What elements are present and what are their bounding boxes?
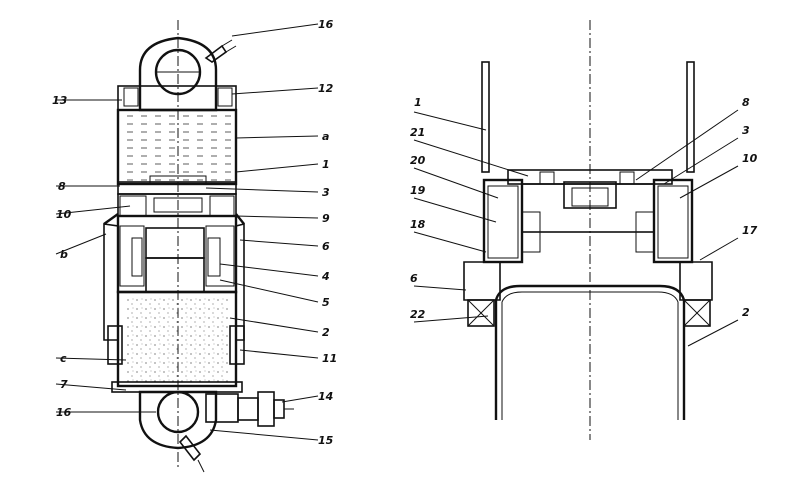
right-detail-view: 1 8 21 3 20 10 19 18 17 6 2 22 bbox=[410, 20, 758, 440]
bottom-eye-housing bbox=[138, 390, 218, 450]
label-r6: 6 bbox=[410, 272, 418, 285]
outer-sleeve bbox=[103, 223, 119, 341]
label-14: 14 bbox=[318, 390, 333, 403]
bottom-grease-nipple bbox=[178, 434, 205, 473]
seal-pack-right bbox=[652, 178, 694, 264]
label-16-bottom: 16 bbox=[56, 406, 72, 419]
label-b: b bbox=[60, 248, 68, 261]
label-1: 1 bbox=[322, 158, 330, 171]
label-r17: 17 bbox=[742, 224, 758, 237]
label-12: 12 bbox=[318, 82, 334, 95]
oil-reservoir-a bbox=[121, 114, 233, 182]
label-a: a bbox=[322, 130, 329, 143]
lower-collar-left bbox=[463, 261, 501, 301]
label-4: 4 bbox=[321, 270, 330, 283]
label-c: c bbox=[60, 352, 67, 365]
label-r20: 20 bbox=[410, 154, 426, 167]
top-eye-housing bbox=[138, 36, 218, 112]
inner-housing bbox=[521, 183, 655, 233]
seal-pack-left bbox=[482, 178, 524, 264]
side-fitting bbox=[205, 391, 294, 427]
label-11: 11 bbox=[322, 352, 337, 365]
label-15: 15 bbox=[318, 434, 334, 447]
label-r3: 3 bbox=[742, 124, 750, 137]
label-r2: 2 bbox=[742, 306, 750, 319]
left-leader-lines bbox=[55, 23, 319, 441]
label-r21: 21 bbox=[410, 126, 425, 139]
label-7: 7 bbox=[60, 378, 68, 391]
label-10: 10 bbox=[56, 208, 72, 221]
right-leader-lines bbox=[413, 109, 739, 347]
label-3: 3 bbox=[322, 186, 330, 199]
label-r18: 18 bbox=[410, 218, 426, 231]
label-r8: 8 bbox=[742, 96, 750, 109]
label-8: 8 bbox=[58, 180, 66, 193]
lower-chamber-c bbox=[116, 290, 238, 388]
outer-tube-right bbox=[686, 61, 695, 173]
left-section-view: 16 12 13 a 1 8 3 10 9 b 6 4 5 2 c 11 7 1… bbox=[52, 18, 337, 473]
bottom-eye-bore bbox=[156, 390, 200, 434]
label-r19: 19 bbox=[410, 184, 426, 197]
label-r1: 1 bbox=[414, 96, 422, 109]
label-r10: 10 bbox=[742, 152, 758, 165]
label-6: 6 bbox=[322, 240, 330, 253]
label-r22: 22 bbox=[410, 308, 426, 321]
label-9: 9 bbox=[322, 212, 330, 225]
label-2: 2 bbox=[322, 326, 330, 339]
label-13: 13 bbox=[52, 94, 68, 107]
valve-block bbox=[117, 193, 237, 217]
label-16-top: 16 bbox=[318, 18, 334, 31]
outer-tube-left bbox=[481, 61, 490, 173]
top-grease-nipple bbox=[204, 39, 237, 63]
inner-tube bbox=[494, 284, 686, 420]
lower-collar-right bbox=[679, 261, 713, 301]
label-5: 5 bbox=[322, 296, 330, 309]
